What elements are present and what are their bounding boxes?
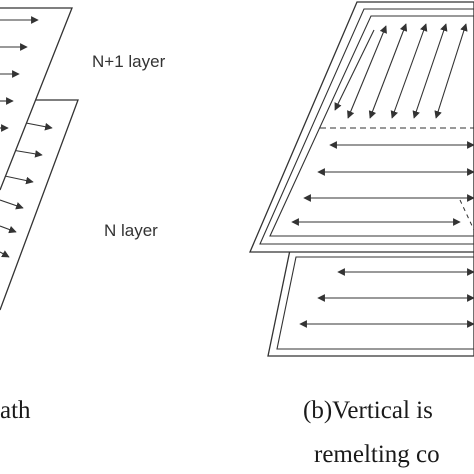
corner-dash [459,199,474,231]
upper-layer-plate-b [249,1,474,253]
panel-b: (b)Vertical is remelting co [249,1,474,468]
vertical-scan-edge [334,29,375,111]
lower-layer-scan-lines-b [299,268,474,328]
lower-layer-label: N layer [104,221,158,240]
lower-layer-plate-b [267,249,474,357]
horizontal-scan-lines [291,141,474,226]
caption-b-line-1: (b)Vertical is [303,397,433,424]
caption-b-line-2: remelting co [314,441,440,468]
upper-layer-label: N+1 layer [92,52,166,71]
caption-a: ath [0,397,31,424]
n-plus-1-layer-plate [0,7,73,191]
vertical-scan-lines [347,23,468,119]
panel-a: N+1 layer N layer ath [0,7,166,424]
n-plus-1-layer-scan-lines [0,16,39,132]
